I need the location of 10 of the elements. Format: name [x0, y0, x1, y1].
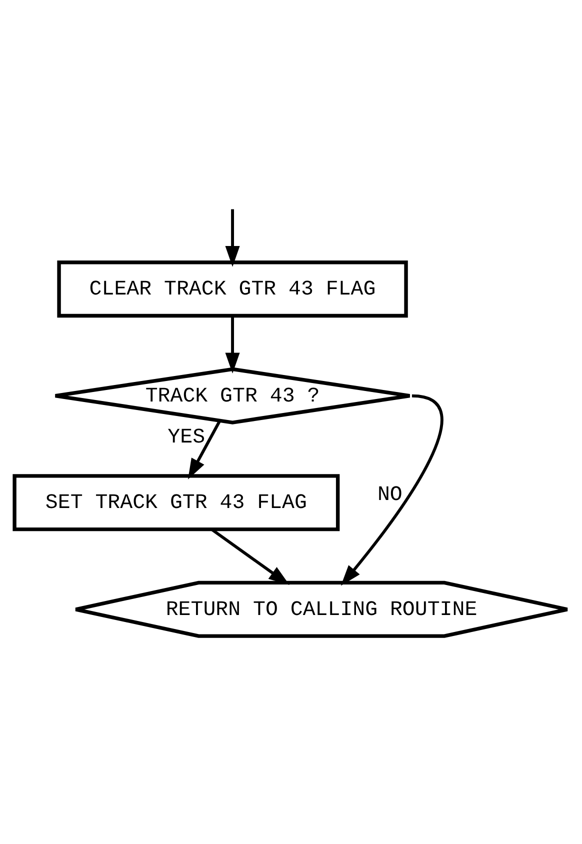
- edge-label: NO: [377, 484, 402, 508]
- edge-label: YES: [168, 426, 206, 450]
- node-box: SET TRACK GTR 43 FLAG: [12, 474, 340, 532]
- node-diamond: TRACK GTR 43 ?: [54, 367, 412, 424]
- arrow: [340, 394, 443, 586]
- node-box: CLEAR TRACK GTR 43 FLAG: [57, 260, 408, 318]
- arrow: [225, 209, 240, 267]
- arrow: [225, 316, 240, 374]
- arrow: [210, 528, 290, 586]
- arrow: [188, 420, 222, 480]
